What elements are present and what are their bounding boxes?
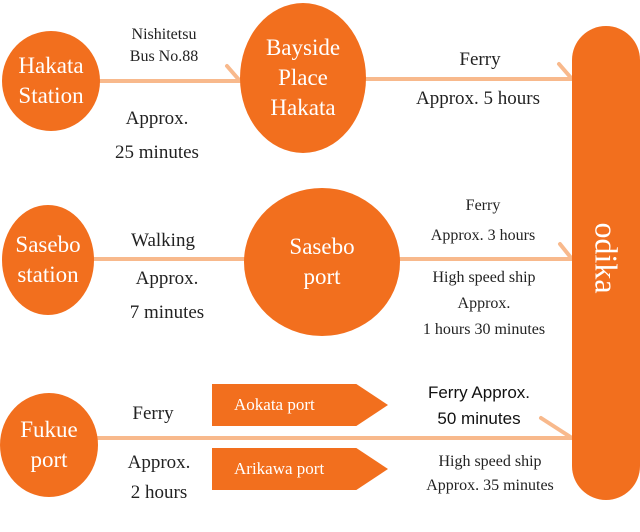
node-sasebo-port: Sasebo port [244, 188, 400, 336]
node-text: Fukue [20, 417, 78, 442]
route-text: 2 hours [130, 482, 188, 503]
sasebo-walk-mode: Walking [131, 230, 195, 251]
route-text: 1 hours 30 minutes [422, 321, 546, 338]
route-text: 7 minutes [129, 302, 205, 323]
fukue-ferry-time: Approx. 2 hours [104, 448, 214, 508]
route-text: Ferry Approx. [427, 383, 531, 402]
sasebo-walk-time: Approx. 7 minutes [112, 262, 222, 330]
hakata-bus-name: Nishitetsu Bus No.88 [108, 24, 220, 68]
node-text: Sasebo [289, 234, 355, 259]
aokata-port-tag: Aokata port [212, 384, 388, 426]
node-text: port [303, 264, 341, 289]
route-text: Approx. [127, 452, 191, 473]
connector-hakata-bus [94, 64, 245, 83]
route-text: Approx. [135, 268, 199, 289]
node-sasebo-station: Sasebo station [2, 205, 94, 315]
sasebo-ferry-time: Approx. 3 hours [430, 227, 536, 244]
node-text: Place [278, 65, 328, 90]
node-text: Station [18, 83, 84, 108]
aokata-time: Ferry Approx. 50 minutes [404, 380, 554, 432]
hakata-bus-time: Approx. 25 minutes [98, 102, 216, 170]
bayside-ferry-mode: Ferry [459, 49, 501, 70]
destination-label: odika [588, 222, 625, 294]
route-text: Approx. [125, 108, 189, 129]
arikawa-time: High speed ship Approx. 35 minutes [404, 450, 576, 498]
arikawa-port-tag: Arikawa port [212, 448, 388, 490]
sasebo-ferry-mode: Ferry [465, 197, 501, 214]
node-text: station [17, 262, 79, 287]
route-text: High speed ship [438, 453, 542, 470]
node-text: port [30, 447, 68, 472]
node-text: Hakata [18, 53, 84, 78]
node-text: Bayside [265, 35, 341, 60]
route-text: 25 minutes [115, 142, 199, 163]
node-text: Sasebo [15, 232, 81, 257]
route-text: High speed ship [432, 269, 536, 286]
route-text: Approx. [457, 295, 511, 312]
node-text: Hakata [270, 95, 336, 120]
fukue-ferry-mode: Ferry [132, 403, 174, 424]
route-text: Nishitetsu [131, 26, 197, 43]
route-text: Approx. 35 minutes [426, 477, 554, 494]
route-text: 50 minutes [437, 409, 521, 428]
node-fukue-port: Fukue port [0, 393, 98, 497]
destination-odika [572, 26, 640, 500]
sasebo-highspeed: High speed ship Approx. 1 hours 30 minut… [404, 265, 564, 343]
route-text: Bus No.88 [129, 48, 199, 65]
bayside-ferry-time: Approx. 5 hours [415, 88, 541, 109]
